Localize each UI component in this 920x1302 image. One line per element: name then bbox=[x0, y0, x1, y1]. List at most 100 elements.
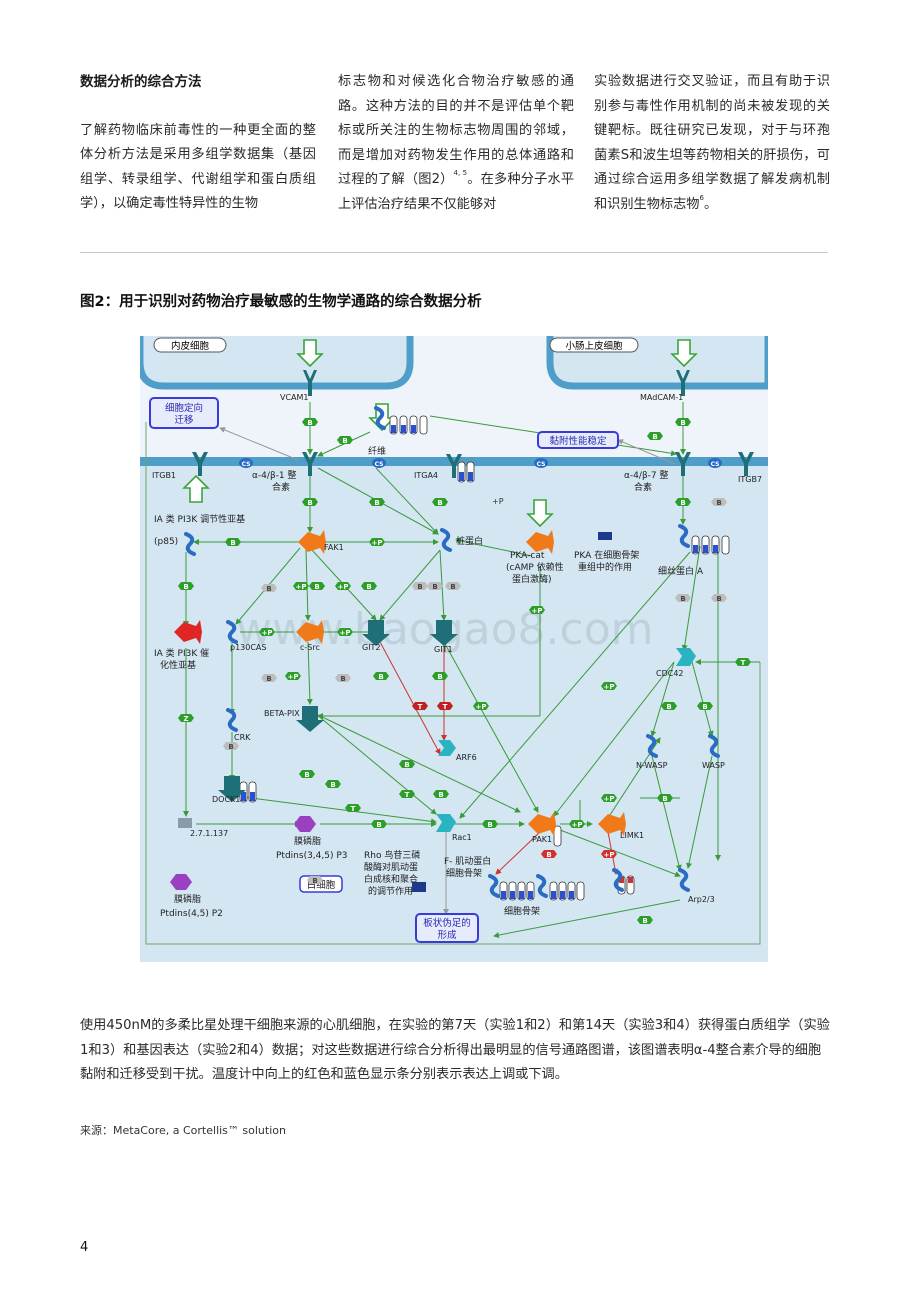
svg-text:B: B bbox=[666, 703, 671, 711]
binding-marker: B bbox=[541, 850, 557, 859]
vcam1-receptor-icon bbox=[303, 370, 317, 396]
section-divider bbox=[80, 252, 828, 253]
edge bbox=[219, 427, 299, 461]
ec27-enzyme-icon bbox=[178, 818, 192, 828]
fibronectin-label: 纤维 bbox=[368, 445, 386, 457]
edge bbox=[455, 538, 533, 557]
filamin-thermometer bbox=[691, 535, 730, 555]
binding-marker: B bbox=[261, 674, 277, 683]
madcam1-receptor-icon bbox=[676, 370, 690, 396]
svg-text:B: B bbox=[266, 675, 271, 683]
binding-marker: B bbox=[675, 418, 691, 427]
binding-marker: B bbox=[675, 594, 691, 603]
git2-icon bbox=[362, 620, 390, 646]
arp23-label: Arp2/3 bbox=[688, 895, 715, 904]
svg-text:B: B bbox=[642, 917, 647, 925]
factin-label-2: 细胞骨架 bbox=[446, 867, 482, 879]
arf6-icon bbox=[438, 740, 456, 756]
edge bbox=[315, 713, 437, 815]
edge bbox=[493, 899, 681, 938]
intestinal-label: 小肠上皮细胞 bbox=[549, 337, 639, 353]
kinases bbox=[174, 530, 626, 836]
nwasp-label: N-WASP bbox=[636, 761, 668, 770]
binding-marker: B bbox=[697, 702, 713, 711]
paxillin-label: 桩蛋白 bbox=[456, 535, 483, 547]
phospho-marker: +P bbox=[569, 820, 585, 829]
svg-text:B: B bbox=[450, 583, 455, 591]
binding-marker: B bbox=[482, 820, 498, 829]
svg-text:+P: +P bbox=[288, 673, 299, 681]
phospho-marker: +P bbox=[335, 582, 351, 591]
rac1-label: Rac1 bbox=[452, 833, 472, 842]
svg-text:B: B bbox=[662, 795, 667, 803]
binding-marker: B bbox=[307, 876, 323, 885]
binding-marker: Z bbox=[178, 714, 194, 723]
svg-text:B: B bbox=[304, 771, 309, 779]
svg-text:B: B bbox=[312, 877, 317, 885]
itga4-label: ITGA4 bbox=[414, 471, 438, 480]
page-number: 4 bbox=[80, 1240, 89, 1255]
git2-label: GIT2 bbox=[362, 643, 381, 652]
svg-text:B: B bbox=[230, 539, 235, 547]
column2-body-cont: 。在多种分子水平上评估治疗结果不仅能够对 bbox=[338, 172, 575, 212]
svg-text:B: B bbox=[374, 499, 379, 507]
svg-text:B: B bbox=[314, 583, 319, 591]
svg-text:B: B bbox=[432, 583, 437, 591]
wasp-label: WASP bbox=[702, 761, 725, 770]
dock1-label: DOCK1 bbox=[212, 795, 240, 804]
filamin-label: 细丝蛋白 A bbox=[658, 565, 704, 577]
pka-anchor-icon bbox=[598, 532, 612, 540]
pkacat-kinase-icon bbox=[526, 530, 554, 554]
svg-text:B: B bbox=[702, 703, 707, 711]
edge bbox=[681, 545, 701, 651]
madcam1-label: MAdCAM-1 bbox=[640, 393, 683, 402]
binding-marker: B bbox=[302, 498, 318, 507]
phospho-marker: +P bbox=[293, 582, 309, 591]
binding-marker: B bbox=[373, 672, 389, 681]
edge bbox=[651, 755, 682, 871]
pkacat-label-3: 蛋白激酶) bbox=[512, 573, 552, 585]
a4b1-label-2: 合素 bbox=[272, 481, 290, 493]
binding-marker: B bbox=[302, 418, 318, 427]
pi3k-reg-label: IA 类 PI3K 调节性亚基 bbox=[154, 513, 245, 525]
cytoskeleton-protein-icon bbox=[488, 874, 500, 898]
binding-marker: B bbox=[337, 436, 353, 445]
text-column-1: 数据分析的综合方法 了解药物临床前毒性的一种更全面的整体分析方法是采用多组学数据… bbox=[80, 70, 316, 217]
rho-label-4: 的调节作用 bbox=[368, 885, 413, 897]
binding-marker: B bbox=[433, 790, 449, 799]
edge bbox=[443, 641, 539, 813]
reference-superscript: 6 bbox=[699, 193, 704, 202]
outer-frame-line bbox=[145, 422, 761, 945]
svg-text:迁移: 迁移 bbox=[174, 414, 194, 426]
a4b7-receptor-icon bbox=[675, 452, 691, 476]
a4b7-label: α-4/β-7 整 bbox=[624, 469, 669, 481]
pi3k-reg-protein-icon bbox=[184, 532, 196, 556]
reference-superscript: 4, 5 bbox=[453, 169, 468, 177]
binding-marker: B bbox=[661, 702, 677, 711]
itga4-thermometer bbox=[457, 461, 475, 483]
edge bbox=[375, 467, 439, 535]
svg-text:+P: +P bbox=[338, 583, 349, 591]
binding-marker: B bbox=[223, 742, 239, 751]
binding-marker: B bbox=[432, 672, 448, 681]
fak1-label: FAK1 bbox=[324, 543, 344, 552]
phospho-marker: +P bbox=[369, 538, 385, 547]
section-heading: 数据分析的综合方法 bbox=[80, 74, 202, 90]
vcam1-label: VCAM1 bbox=[280, 393, 309, 402]
pka-anchor-label-2: 重组中的作用 bbox=[578, 561, 632, 573]
edge bbox=[559, 829, 681, 878]
itgb7-receptor-icon bbox=[738, 452, 754, 476]
cs-badge bbox=[534, 458, 548, 468]
svg-text:B: B bbox=[417, 583, 422, 591]
betapix-icon bbox=[296, 706, 324, 732]
binding-marker: B bbox=[399, 760, 415, 769]
pip3-lipid-icon bbox=[294, 816, 316, 832]
svg-text:+P: +P bbox=[340, 629, 351, 637]
input-arrow-icon bbox=[296, 339, 324, 368]
a4b7-label-2: 合素 bbox=[634, 481, 652, 493]
limk-substrate-protein-icon bbox=[612, 868, 624, 892]
binding-marker: B bbox=[299, 770, 315, 779]
svg-text:B: B bbox=[716, 595, 721, 603]
phospho-marker: +P bbox=[285, 672, 301, 681]
pi3k-cat-label-2: 化性亚基 bbox=[160, 659, 196, 671]
